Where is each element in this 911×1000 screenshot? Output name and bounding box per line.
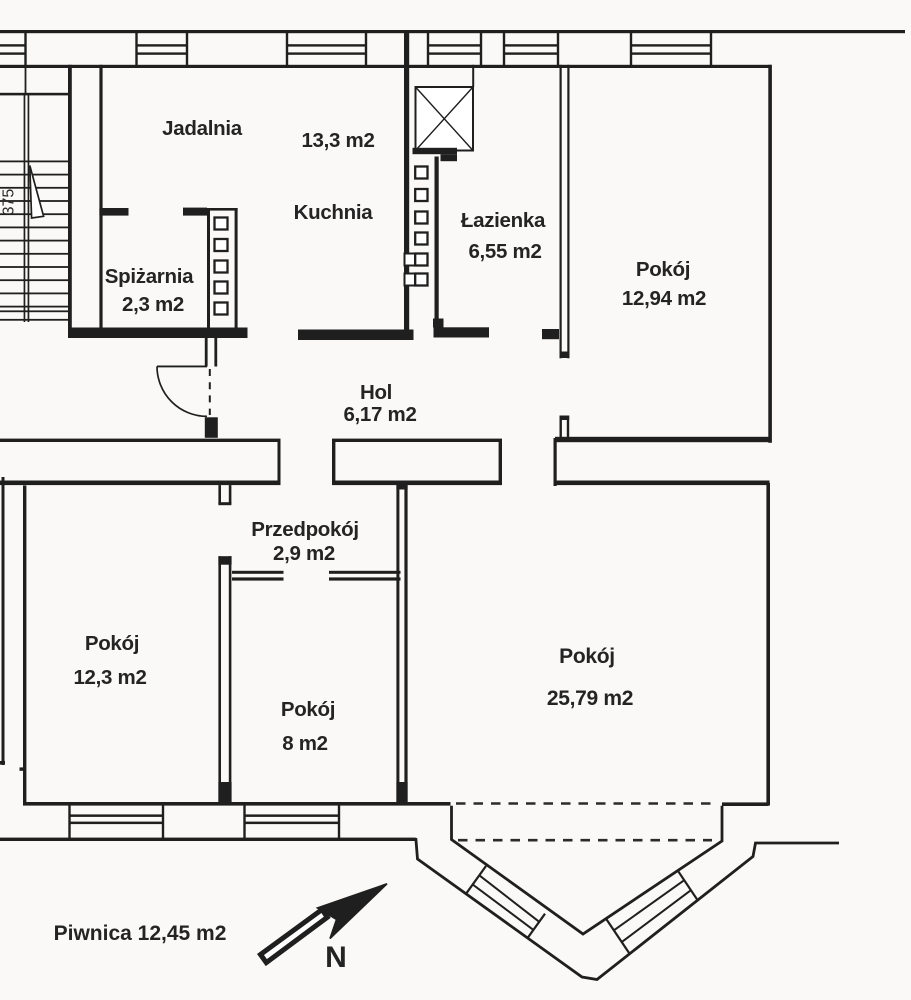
svg-text:12,94 m2: 12,94 m2	[622, 287, 706, 310]
svg-text:Pokój: Pokój	[85, 632, 139, 655]
svg-text:Kuchnia: Kuchnia	[294, 201, 374, 224]
svg-text:Przedpokój: Przedpokój	[251, 518, 359, 541]
svg-text:12,3 m2: 12,3 m2	[73, 666, 146, 689]
svg-text:2,3 m2: 2,3 m2	[122, 293, 184, 316]
svg-text:Spiżarnia: Spiżarnia	[105, 265, 194, 288]
svg-text:Pokój: Pokój	[636, 258, 690, 281]
svg-text:6,17 m2: 6,17 m2	[343, 403, 416, 426]
svg-text:8 m2: 8 m2	[282, 732, 328, 755]
svg-text:N: N	[325, 941, 347, 974]
svg-text:Łazienka: Łazienka	[461, 209, 546, 232]
svg-text:2,9 m2: 2,9 m2	[273, 542, 335, 565]
svg-text:6,55 m2: 6,55 m2	[468, 240, 541, 263]
svg-text:Pokój: Pokój	[559, 645, 615, 668]
svg-text:Jadalnia: Jadalnia	[162, 117, 243, 140]
svg-text:25,79 m2: 25,79 m2	[547, 687, 633, 710]
svg-text:Piwnica 12,45 m2: Piwnica 12,45 m2	[54, 922, 227, 945]
svg-text:375: 375	[1, 189, 18, 216]
svg-text:Pokój: Pokój	[281, 698, 335, 721]
svg-text:13,3 m2: 13,3 m2	[301, 129, 374, 152]
svg-text:Hol: Hol	[360, 381, 392, 404]
